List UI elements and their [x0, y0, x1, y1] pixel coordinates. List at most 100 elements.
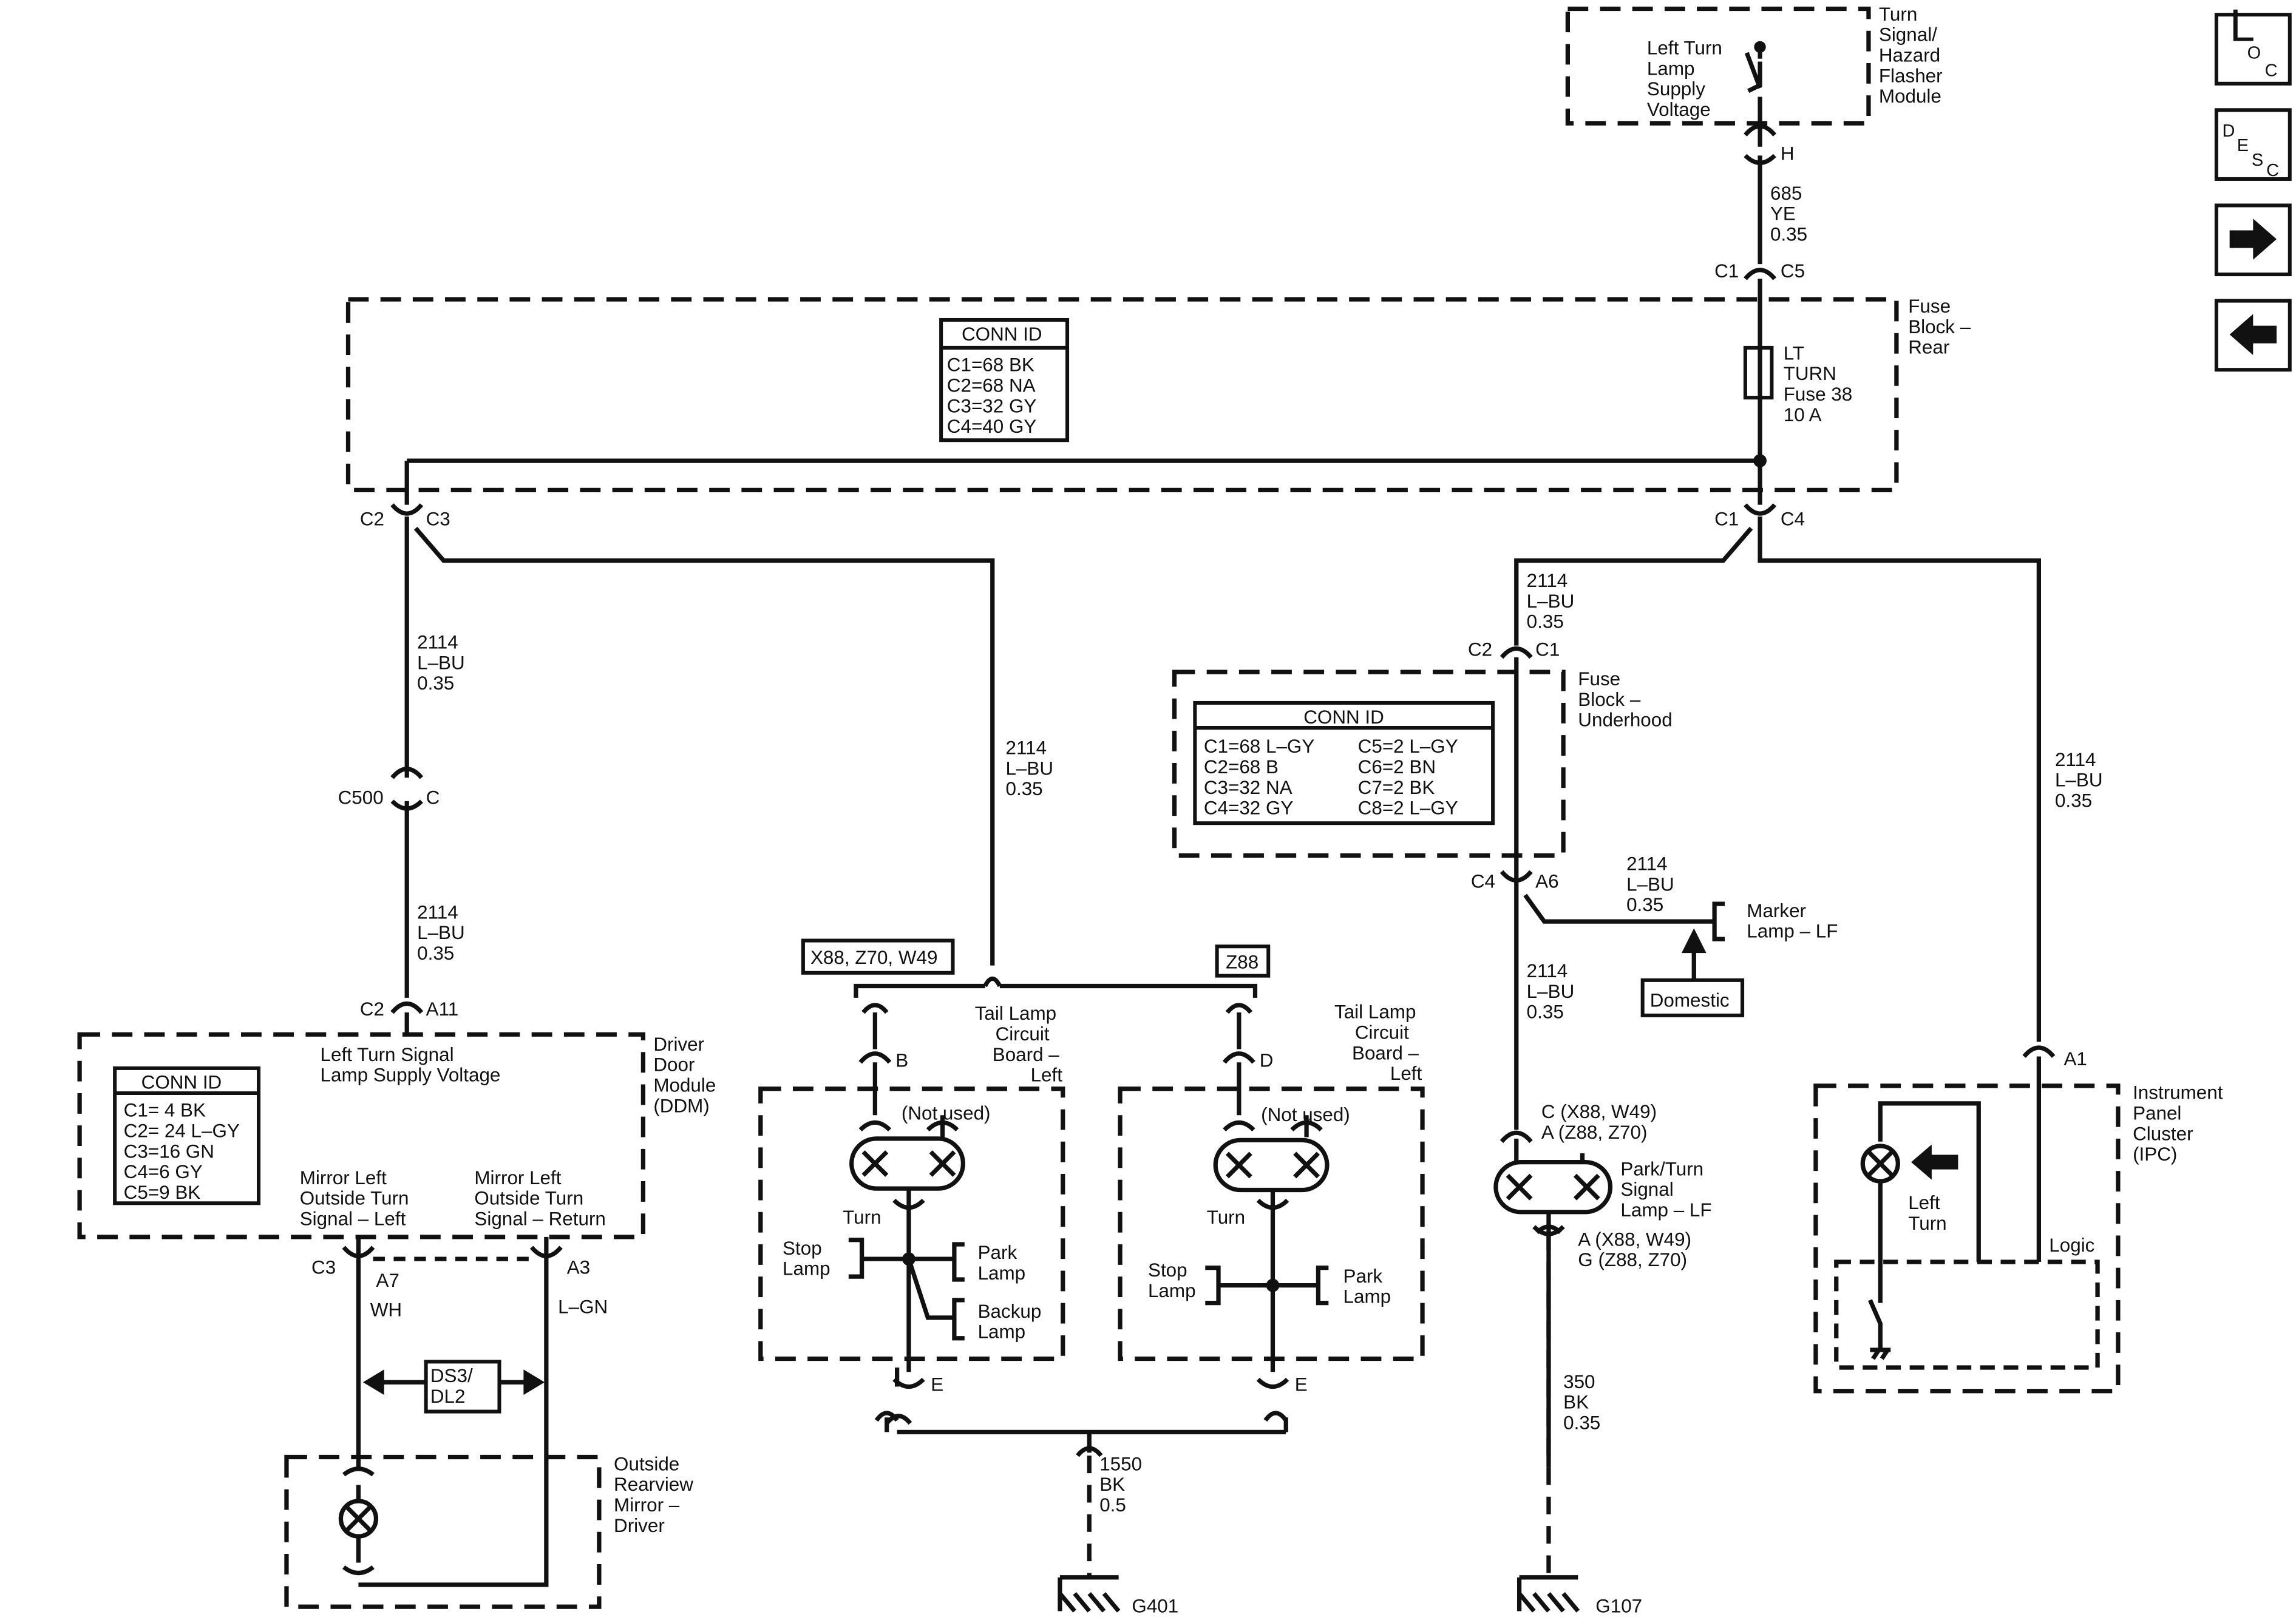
svg-text:C4=6 GY: C4=6 GY: [124, 1161, 203, 1182]
svg-text:Door: Door: [653, 1054, 695, 1076]
svg-text:Signal/: Signal/: [1879, 24, 1937, 46]
svg-text:A1: A1: [2063, 1048, 2087, 1070]
svg-text:Supply: Supply: [1647, 78, 1705, 100]
svg-text:C1: C1: [1714, 260, 1739, 282]
svg-text:Left Turn Signal: Left Turn Signal: [321, 1044, 454, 1065]
svg-text:C4=32 GY: C4=32 GY: [1204, 798, 1294, 819]
svg-text:X88, Z70, W49: X88, Z70, W49: [810, 947, 937, 968]
svg-text:Left: Left: [1390, 1063, 1422, 1084]
svg-text:DS3/: DS3/: [430, 1365, 473, 1386]
svg-text:A11: A11: [426, 998, 459, 1020]
svg-text:Lamp: Lamp: [1647, 58, 1695, 79]
svg-text:2114: 2114: [1527, 960, 1568, 981]
svg-text:(IPC): (IPC): [2133, 1144, 2177, 1165]
svg-text:C4: C4: [1781, 508, 1805, 529]
svg-text:S: S: [2252, 151, 2263, 170]
flasher-module-box: [1565, 6, 1871, 126]
svg-text:L–BU: L–BU: [417, 652, 465, 673]
svg-text:Domestic: Domestic: [1650, 989, 1730, 1011]
svg-text:Signal – Return: Signal – Return: [474, 1209, 606, 1230]
svg-text:G107: G107: [1595, 1596, 1642, 1617]
svg-text:C1= 4 BK: C1= 4 BK: [124, 1100, 206, 1121]
svg-text:DL2: DL2: [430, 1386, 466, 1407]
svg-text:H: H: [1781, 143, 1795, 164]
svg-text:2114: 2114: [2055, 749, 2096, 770]
svg-text:Voltage: Voltage: [1647, 99, 1711, 120]
turn-arrow-icon: [1911, 1144, 1958, 1180]
svg-text:C7=2 BK: C7=2 BK: [1358, 777, 1435, 798]
svg-text:Module: Module: [653, 1075, 716, 1096]
svg-text:C2: C2: [360, 508, 384, 529]
svg-text:C5=2 L–GY: C5=2 L–GY: [1358, 736, 1458, 757]
svg-text:2114: 2114: [1626, 853, 1668, 875]
svg-text:Lamp – LF: Lamp – LF: [1747, 921, 1838, 942]
conn-id-rear-table: [939, 317, 1070, 442]
svg-text:A (X88, W49): A (X88, W49): [1578, 1229, 1691, 1250]
svg-text:Stop: Stop: [783, 1238, 822, 1259]
prev-page-button[interactable]: [2214, 299, 2292, 372]
svg-text:0.35: 0.35: [1527, 1002, 1564, 1023]
svg-text:G (Z88, Z70): G (Z88, Z70): [1578, 1249, 1687, 1270]
svg-text:L–BU: L–BU: [1626, 873, 1674, 895]
svg-text:C5: C5: [1781, 260, 1805, 282]
svg-text:Lamp: Lamp: [978, 1321, 1026, 1343]
svg-text:0.35: 0.35: [1527, 611, 1564, 632]
svg-text:Park: Park: [1343, 1266, 1383, 1287]
svg-text:C2=68 NA: C2=68 NA: [947, 375, 1036, 396]
svg-text:E: E: [2237, 136, 2249, 155]
svg-text:L–BU: L–BU: [417, 922, 465, 943]
svg-text:Cluster: Cluster: [2133, 1123, 2193, 1144]
svg-text:Driver: Driver: [614, 1515, 665, 1536]
svg-text:A (Z88, Z70): A (Z88, Z70): [1541, 1122, 1648, 1143]
svg-text:2114: 2114: [1006, 737, 1047, 759]
loc-button[interactable]: L O C: [2214, 0, 2292, 86]
desc-button[interactable]: D E S C: [2214, 108, 2292, 181]
svg-text:C1: C1: [1714, 508, 1739, 529]
svg-text:Outside: Outside: [614, 1453, 679, 1474]
svg-text:Stop: Stop: [1148, 1259, 1187, 1281]
svg-text:(Not used): (Not used): [1261, 1104, 1350, 1125]
svg-text:Backup: Backup: [978, 1301, 1042, 1322]
ipc-box: [1813, 1083, 2121, 1394]
next-page-button[interactable]: [2214, 203, 2292, 277]
svg-text:C (X88, W49): C (X88, W49): [1541, 1101, 1657, 1122]
svg-text:C1: C1: [1535, 639, 1560, 660]
svg-text:L–BU: L–BU: [1527, 981, 1575, 1002]
park-turn-lamp-icon: [1493, 1159, 1613, 1215]
tail-lamp-bulb-1-icon: [849, 1136, 966, 1191]
outside-rearview-mirror-box: [284, 1454, 602, 1609]
svg-text:0.35: 0.35: [1563, 1412, 1600, 1434]
svg-text:Left: Left: [1908, 1192, 1940, 1213]
svg-text:Flasher: Flasher: [1879, 65, 1943, 86]
option-z88-box: [1215, 944, 1271, 978]
svg-text:BK: BK: [1563, 1392, 1589, 1413]
svg-text:685: 685: [1770, 183, 1802, 204]
svg-text:Board –: Board –: [1352, 1042, 1419, 1063]
svg-text:C: C: [426, 787, 440, 808]
svg-text:C2=68 B: C2=68 B: [1204, 756, 1279, 778]
svg-text:Marker: Marker: [1747, 900, 1806, 921]
svg-text:Block –: Block –: [1908, 316, 1971, 337]
svg-text:Board –: Board –: [993, 1044, 1060, 1065]
svg-text:Park: Park: [978, 1242, 1017, 1263]
svg-text:Signal – Left: Signal – Left: [300, 1209, 406, 1230]
svg-text:L–BU: L–BU: [1527, 591, 1575, 612]
svg-text:Turn: Turn: [1908, 1213, 1946, 1234]
svg-text:Instrument: Instrument: [2133, 1082, 2223, 1103]
svg-text:Lamp – LF: Lamp – LF: [1620, 1199, 1711, 1221]
svg-text:A3: A3: [567, 1256, 590, 1278]
svg-text:0.35: 0.35: [417, 673, 454, 694]
svg-text:C2: C2: [360, 998, 384, 1020]
svg-text:C3: C3: [311, 1256, 336, 1278]
svg-text:Rear: Rear: [1908, 337, 1949, 358]
svg-text:C1=68 L–GY: C1=68 L–GY: [1204, 736, 1315, 757]
svg-text:YE: YE: [1770, 203, 1796, 225]
svg-text:0.35: 0.35: [1006, 778, 1043, 799]
svg-text:(DDM): (DDM): [653, 1095, 709, 1116]
conn-id-underhood-table: [1193, 700, 1495, 825]
svg-text:Turn: Turn: [843, 1207, 881, 1228]
svg-text:L: L: [2230, 0, 2255, 51]
domestic-label-box: [1640, 978, 1745, 1017]
svg-text:Signal: Signal: [1620, 1179, 1673, 1200]
